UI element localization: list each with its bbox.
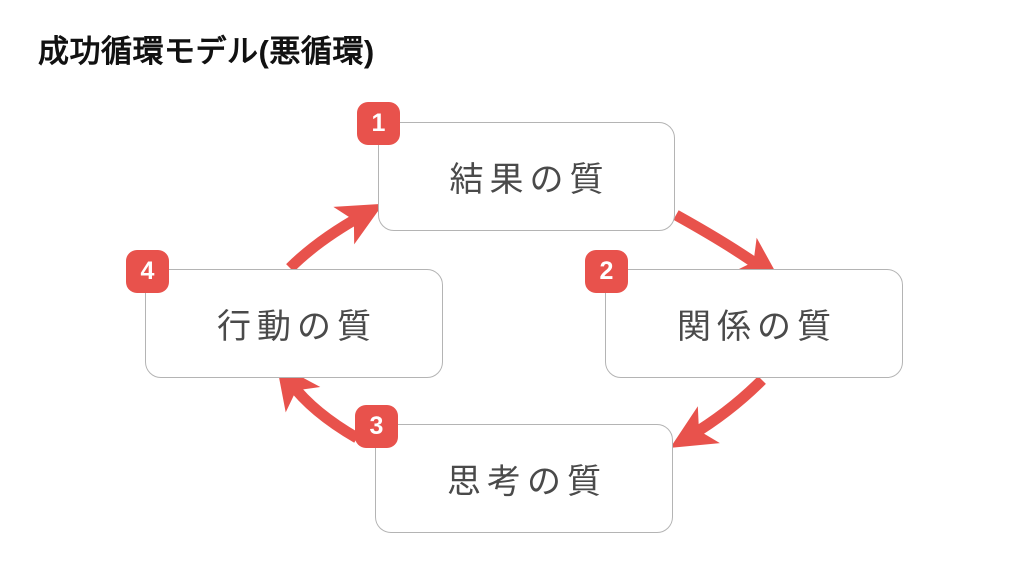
step-badge-4: 4 xyxy=(126,250,169,293)
arrow-2-to-3 xyxy=(670,376,766,448)
arrow-4-to-1 xyxy=(286,203,384,272)
step-badge-3: 3 xyxy=(355,405,398,448)
step-badge-1: 1 xyxy=(357,102,400,145)
node-label-4: 行動の質 xyxy=(217,308,377,346)
step-badge-number-3: 3 xyxy=(369,412,384,440)
step-badge-number-1: 1 xyxy=(371,109,386,137)
node-label-1: 結果の質 xyxy=(449,161,610,199)
node-label-2: 関係の質 xyxy=(677,308,837,346)
step-badge-number-4: 4 xyxy=(140,257,155,285)
node-box-2[interactable]: 関係の質 xyxy=(605,269,903,378)
step-badge-number-2: 2 xyxy=(599,257,614,285)
arrow-3-to-4 xyxy=(276,363,360,443)
page-title: 成功循環モデル(悪循環) xyxy=(38,34,375,69)
step-badge-2: 2 xyxy=(585,250,628,293)
node-box-1[interactable]: 結果の質 xyxy=(378,122,675,231)
node-box-4[interactable]: 行動の質 xyxy=(145,269,443,378)
arrow-1-to-2 xyxy=(673,210,781,282)
node-box-3[interactable]: 思考の質 xyxy=(375,424,673,533)
node-label-3: 思考の質 xyxy=(447,463,607,501)
